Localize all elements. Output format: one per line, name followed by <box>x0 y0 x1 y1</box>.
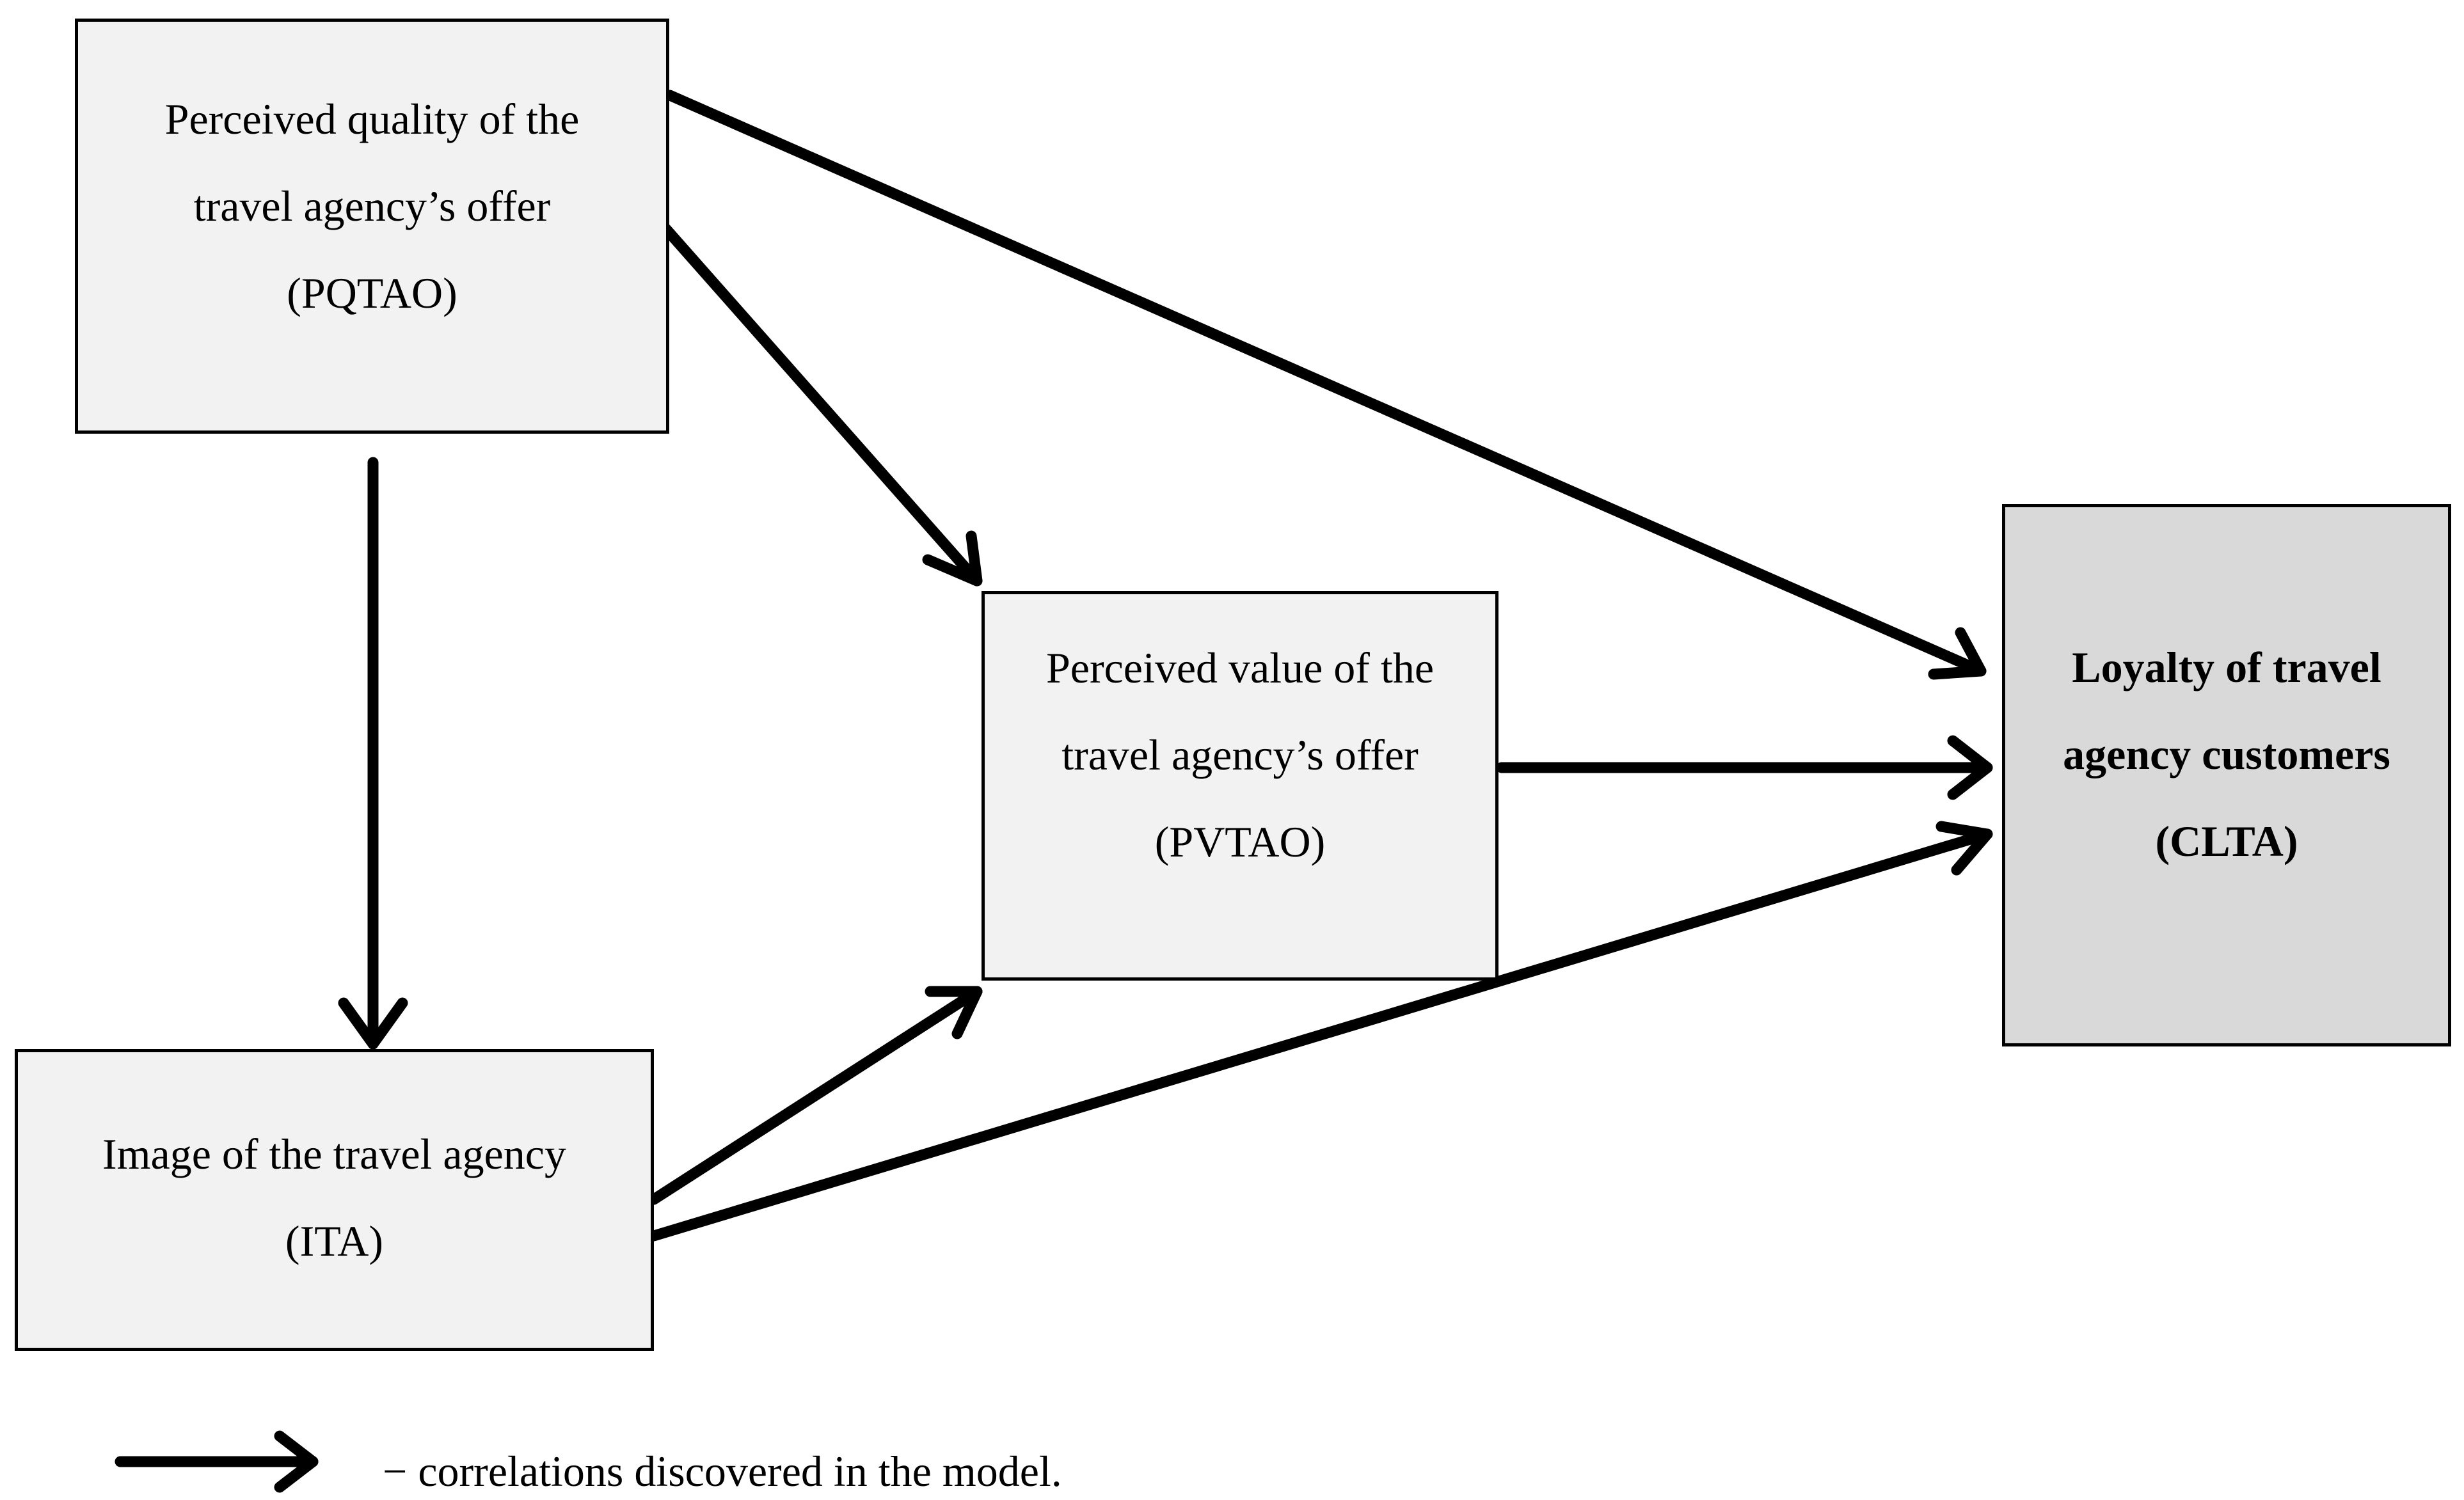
node-label-line: (ITA) <box>285 1217 384 1265</box>
edge-pqtao-to-clta <box>664 90 1987 680</box>
node-label-line: travel agency’s offer <box>193 182 551 230</box>
edge-ita-to-clta <box>648 821 1993 1242</box>
edge-pvtao-to-clta <box>1496 735 1993 800</box>
node-label-line: Perceived quality of the <box>164 95 580 143</box>
legend-arrow <box>115 1430 319 1493</box>
node-label-line: travel agency’s offer <box>1061 730 1419 779</box>
edge-pqtao-to-ita <box>338 457 408 1050</box>
edge-pqtao-to-pvtao <box>660 223 983 587</box>
legend-text: − correlations discovered in the model. <box>383 1447 1062 1496</box>
node-label-line: (PQTAO) <box>287 269 457 317</box>
node-perceived-quality: Perceived quality of the travel agency’s… <box>75 19 669 434</box>
edge-ita-to-pvtao <box>648 986 983 1205</box>
node-label-line: (PVTAO) <box>1154 817 1326 866</box>
node-label-line: Image of the travel agency <box>102 1130 566 1178</box>
node-label-line: Perceived value of the <box>1045 643 1435 692</box>
node-label-line: Loyalty of travel <box>2072 643 2381 691</box>
node-label-line: agency customers <box>2063 730 2390 778</box>
node-perceived-value: Perceived value of the travel agency’s o… <box>982 591 1498 981</box>
node-customer-loyalty: Loyalty of travel agency customers (CLTA… <box>2002 504 2451 1046</box>
node-label-line: (CLTA) <box>2155 817 2298 865</box>
node-image-of-agency: Image of the travel agency (ITA) <box>15 1049 654 1351</box>
